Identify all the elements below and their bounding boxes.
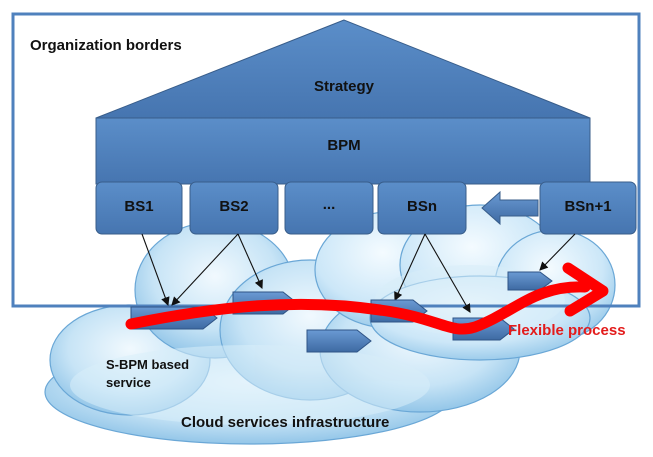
organization-borders-label: Organization borders (30, 37, 182, 54)
subject-box-bs1 (95, 181, 183, 235)
flexible-process-arrowhead (562, 262, 609, 317)
subject-box-bs2 (189, 181, 279, 235)
service-label-line2: service (106, 375, 151, 390)
cloud-infrastructure-label: Cloud services infrastructure (181, 414, 390, 431)
service-chevron-6 (507, 271, 553, 291)
connection-arrows (141, 233, 576, 313)
strategy-label: Strategy (313, 78, 375, 95)
subject-label-bsn: BSn (407, 198, 437, 215)
subject-label-bs1: BS1 (124, 198, 154, 215)
flexible-process-curve (125, 281, 591, 335)
service-chevron-3 (306, 329, 372, 353)
handover-arrow (481, 190, 539, 226)
bpm-bar (95, 117, 591, 185)
bpm-label: BPM (327, 137, 361, 154)
subject-boxes (95, 181, 637, 235)
strategy-roof (95, 19, 591, 119)
subject-label-bsn1: BSn+1 (564, 198, 612, 215)
subject-label-ellipsis: ... (322, 196, 336, 213)
service-label-line1: S-BPM based (106, 357, 190, 372)
flexible-process-label: Flexible process (508, 322, 626, 339)
subject-box-bsn1 (539, 181, 637, 235)
subject-box-bsn (377, 181, 467, 235)
subject-label-bs2: BS2 (219, 198, 249, 215)
subject-box-ellipsis (284, 181, 374, 235)
